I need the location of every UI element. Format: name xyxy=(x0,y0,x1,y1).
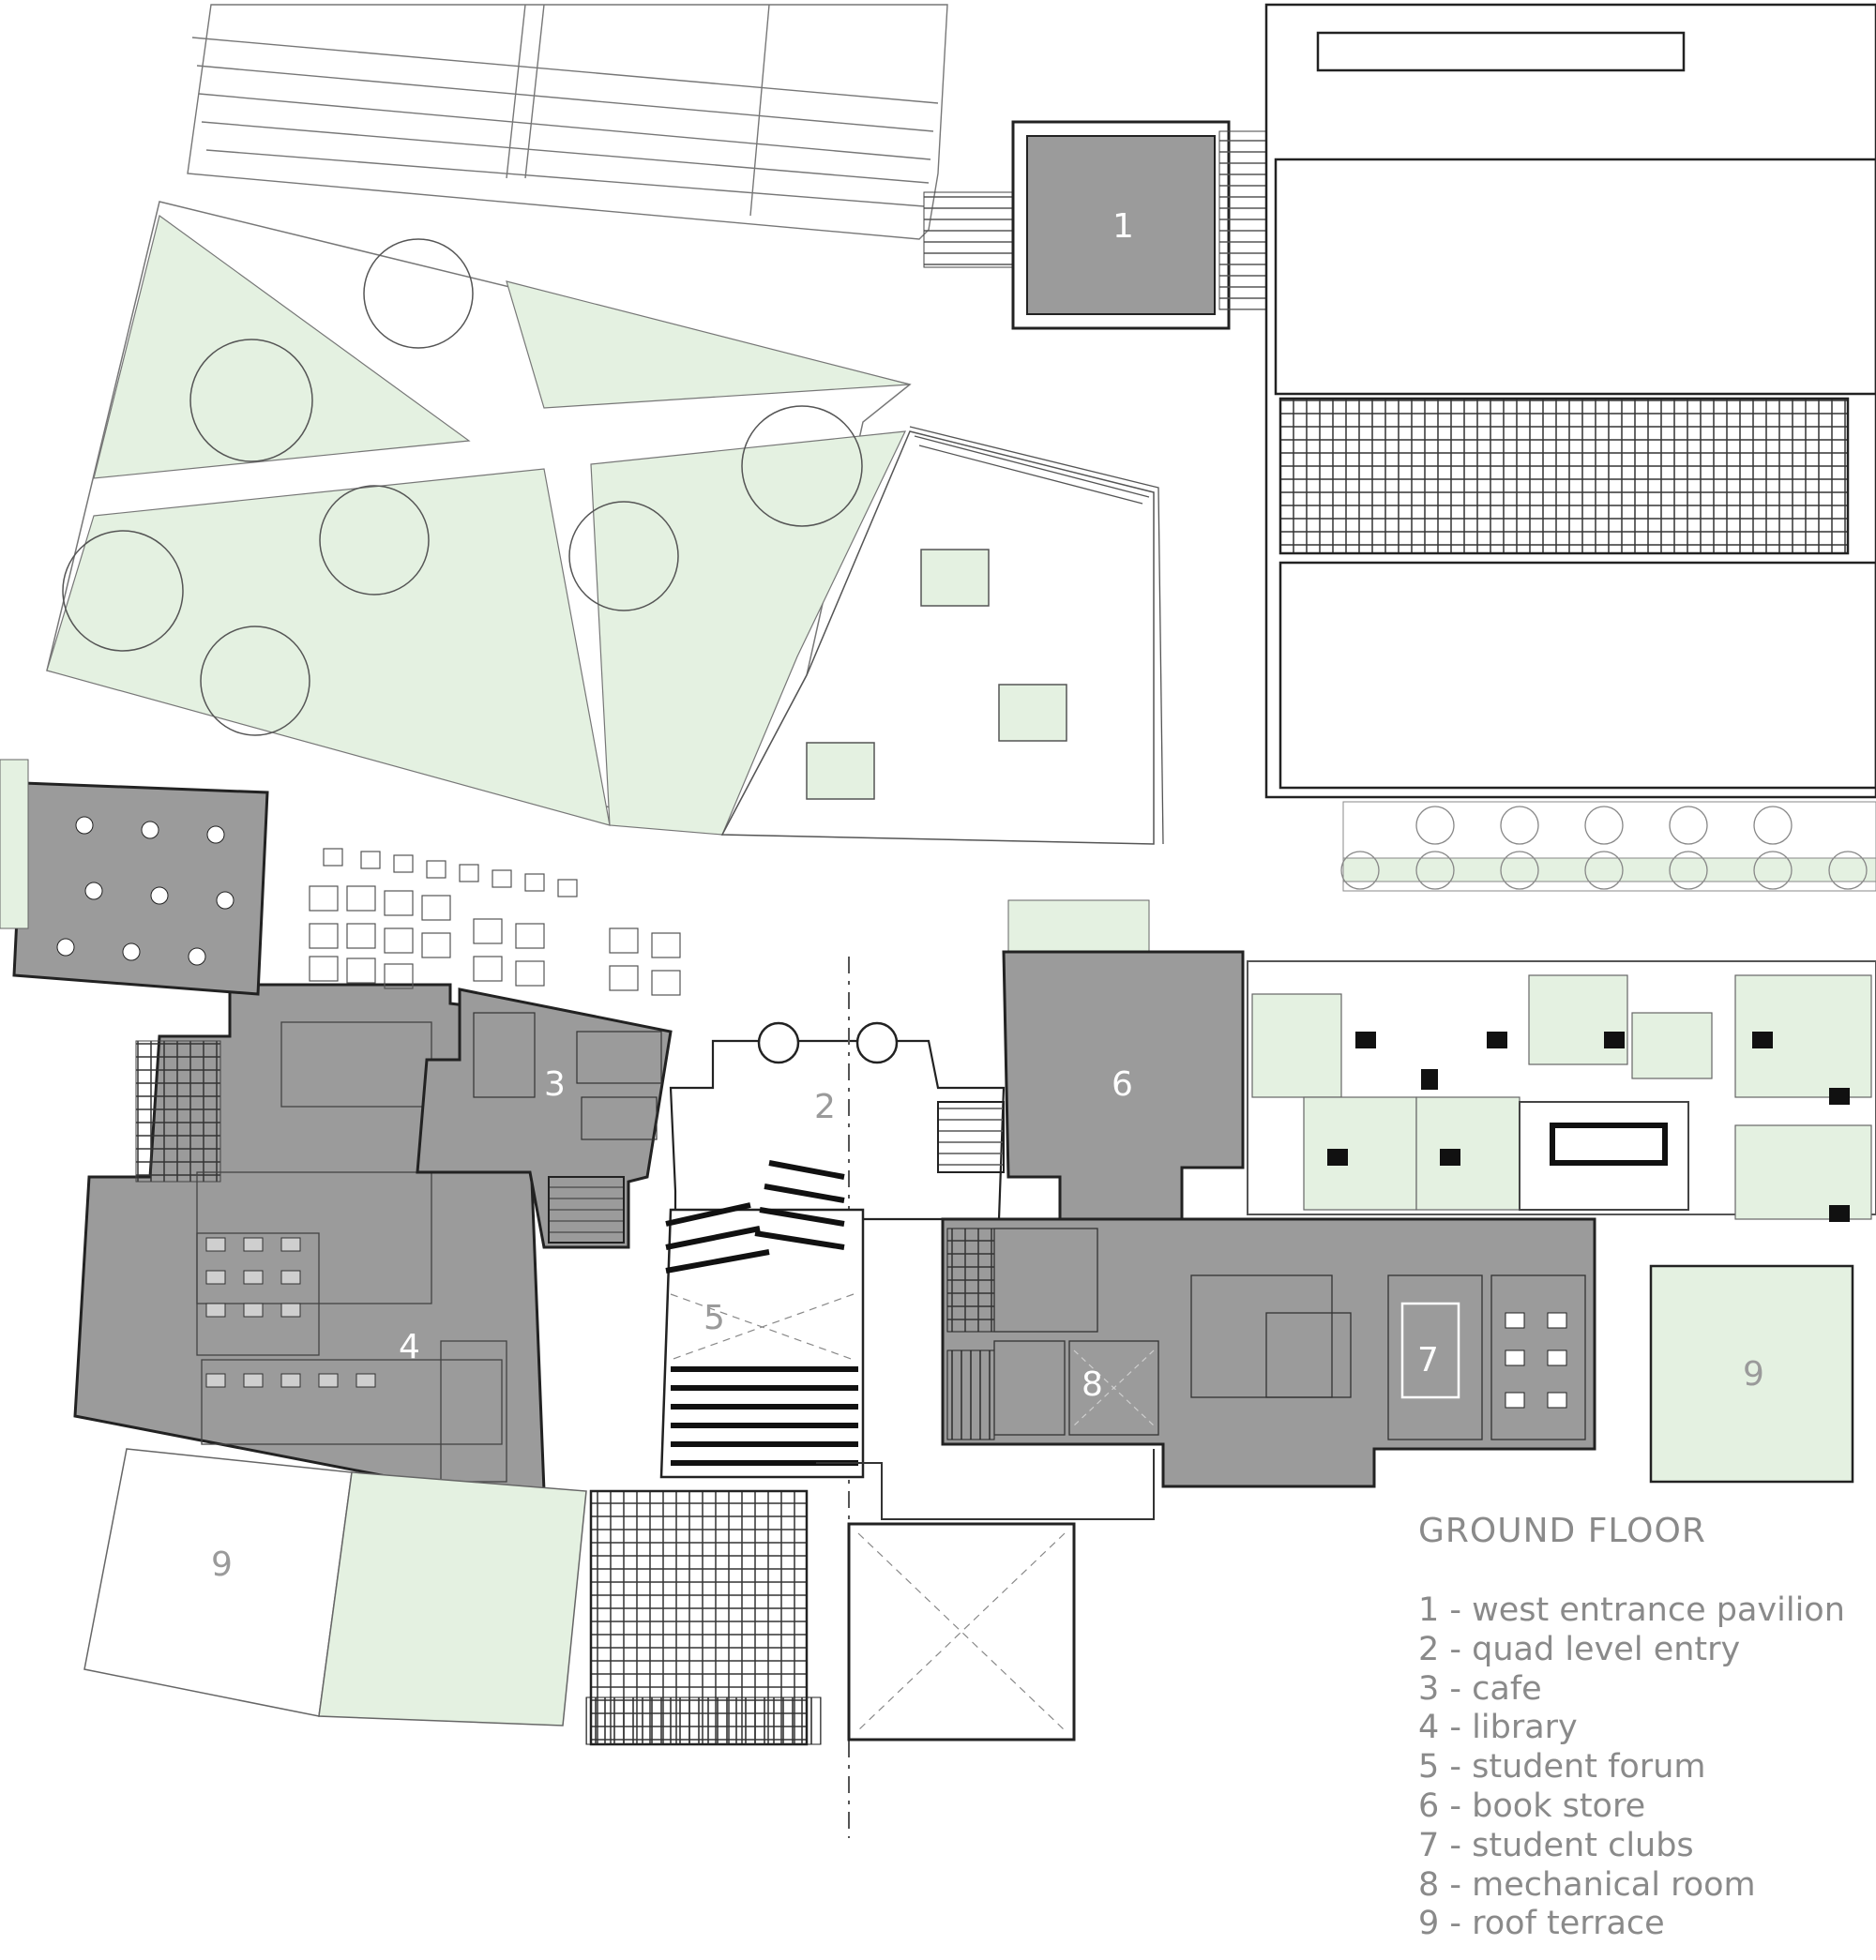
legend-item-student-forum: 5 - student forum xyxy=(1418,1748,1706,1787)
legend-title: GROUND FLOOR xyxy=(1418,1512,1706,1550)
roof-terrace-east: 9 xyxy=(1649,1264,1854,1484)
cafe-number: 3 xyxy=(544,1065,566,1104)
upper-plaza xyxy=(720,426,1164,845)
library-annex xyxy=(0,759,269,996)
legend-item-student-clubs: 7 - student clubs xyxy=(1418,1826,1694,1864)
legend: GROUND FLOOR 1 - west entrance pavilion … xyxy=(1418,1512,1845,1944)
north-east-building xyxy=(1264,3,1876,799)
student-clubs-number: 7 xyxy=(1417,1341,1439,1380)
west-entrance-pavilion-number: 1 xyxy=(1112,207,1134,246)
green-quad xyxy=(46,201,912,836)
legend-item-mechanical-room: 8 - mechanical room xyxy=(1418,1865,1756,1904)
outdoor-seating xyxy=(309,848,681,996)
student-forum-number: 5 xyxy=(704,1299,725,1337)
east-courtyard xyxy=(1247,960,1876,1222)
book-store-number: 6 xyxy=(1112,1065,1133,1104)
roof-terrace-west: 9 xyxy=(83,1448,587,1726)
library-number: 4 xyxy=(399,1328,420,1366)
legend-item-cafe: 3 - cafe xyxy=(1418,1669,1542,1708)
legend-item-library: 4 - library xyxy=(1418,1709,1578,1747)
cafe: 3 xyxy=(416,988,673,1249)
legend-item-roof-terrace: 9 - roof terrace xyxy=(1418,1905,1665,1943)
quad-level-entry-number: 2 xyxy=(814,1088,836,1126)
legend-item-west-entrance-pavilion: 1 - west entrance pavilion xyxy=(1418,1591,1845,1629)
student-forum: 5 xyxy=(659,1160,865,1479)
roof-terrace-east-number: 9 xyxy=(1743,1355,1764,1394)
mechanical-room-number: 8 xyxy=(1082,1365,1103,1404)
legend-item-quad-level-entry: 2 - quad level entry xyxy=(1418,1630,1741,1668)
west-entrance-pavilion: 1 xyxy=(923,120,1267,330)
south-wing xyxy=(585,1449,1155,1746)
legend-item-book-store: 6 - book store xyxy=(1418,1787,1646,1825)
east-wing: 8 7 xyxy=(941,1217,1596,1488)
north-stepped-terraces xyxy=(187,4,948,240)
roof-terrace-west-number: 9 xyxy=(211,1545,233,1584)
east-tree-row xyxy=(1340,801,1876,892)
